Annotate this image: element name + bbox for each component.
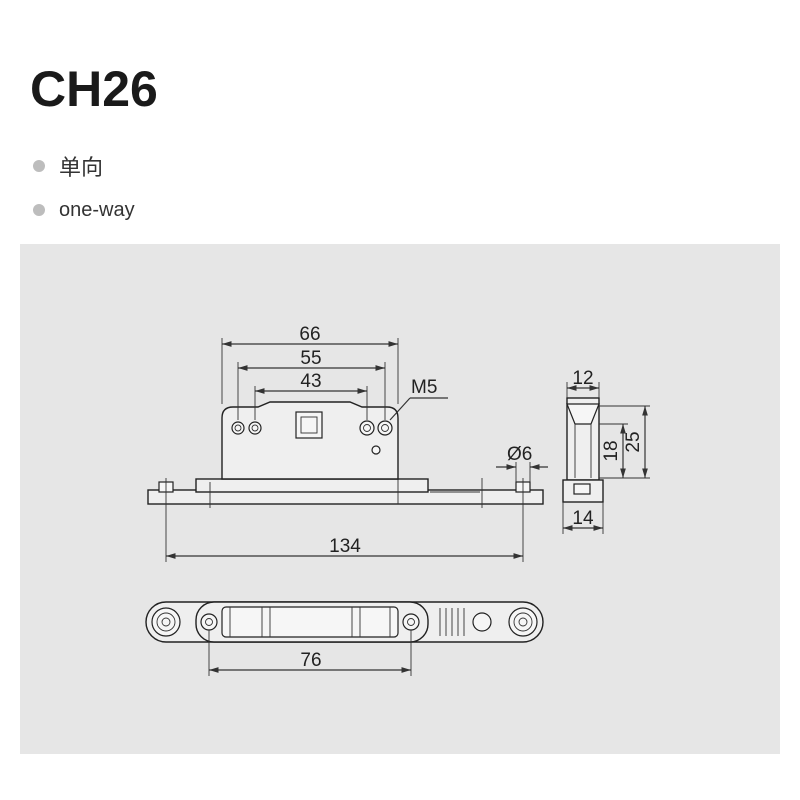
top-view: 76 [145, 601, 544, 676]
dimension-25: 25 [623, 431, 644, 452]
square-spindle [295, 411, 323, 439]
dimension-43: 43 [300, 371, 321, 392]
bullet-dot-icon [33, 160, 45, 172]
dimension-14: 14 [572, 508, 594, 529]
dimension-76: 76 [300, 650, 321, 671]
dimension-55: 55 [300, 348, 321, 369]
dimension-66: 66 [299, 324, 320, 345]
feature-label-chinese: 单向 [59, 156, 104, 181]
feature-item-english: one-way [33, 188, 135, 232]
bullet-dot-icon [33, 204, 45, 216]
dimension-12: 12 [572, 368, 593, 389]
dimension-m5: M5 [411, 377, 437, 398]
product-model-title: CH26 [30, 61, 158, 117]
feature-list: 单向 one-way [33, 144, 135, 232]
lock-body [221, 401, 399, 480]
side-view: 12 18 25 14 [562, 368, 650, 534]
dimension-134: 134 [329, 536, 361, 557]
feature-label-english: one-way [59, 198, 135, 221]
feature-item-chinese: 单向 [33, 144, 135, 188]
dimension-diameter-6: Ø6 [507, 444, 532, 465]
dimension-18: 18 [601, 440, 622, 461]
base-block [195, 478, 429, 493]
front-view: 66 55 43 M5 Ø6 134 [147, 324, 548, 562]
